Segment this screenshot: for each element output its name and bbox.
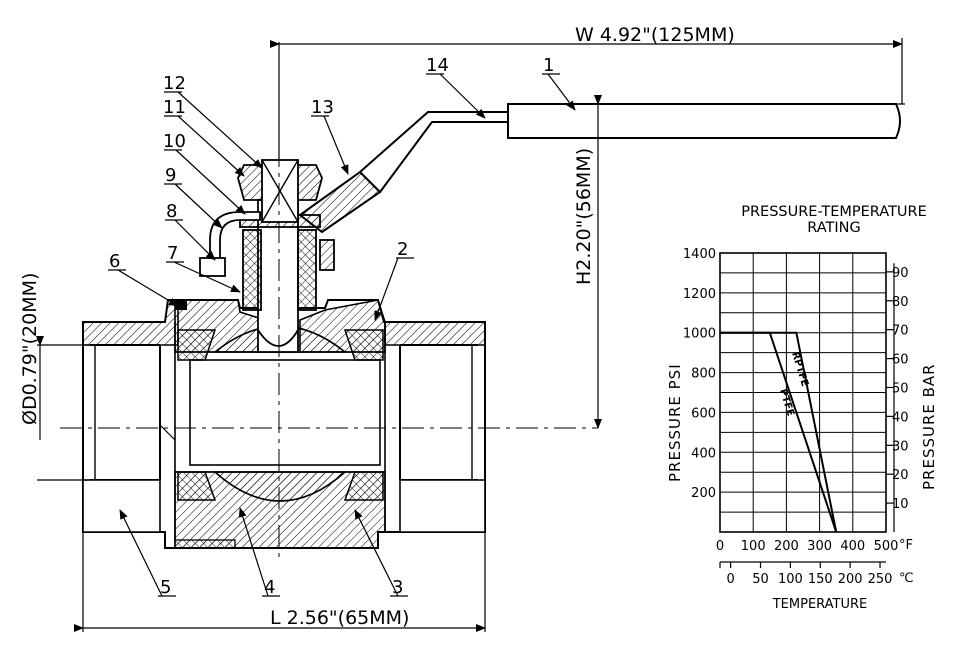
celsius-tick-label: 200 [838, 572, 863, 587]
part-label-10: 10 [163, 131, 186, 152]
chart-title-line1: PRESSURE-TEMPERATURE [741, 204, 927, 220]
part-label-5: 5 [160, 577, 171, 598]
bar-tick-label: 90 [892, 266, 909, 281]
dimension-lines [36, 38, 905, 632]
series-line-ptfe [720, 331, 838, 533]
callout-leaders [108, 73, 576, 597]
celsius-tick-label: 50 [752, 572, 769, 587]
part-label-13: 13 [311, 97, 334, 118]
ball-seats [177, 329, 384, 501]
fahrenheit-tick-label: 400 [840, 539, 865, 554]
bar-tick-label: 70 [892, 324, 909, 339]
length-dimension: L 2.56"(65MM) [270, 607, 409, 629]
part-label-11: 11 [163, 97, 186, 118]
bar-tick-label: 30 [892, 439, 909, 454]
stem-assembly [237, 159, 335, 353]
psi-tick-label: 1000 [683, 327, 716, 342]
right-axis-label: PRESSURE BAR [920, 363, 938, 490]
width-dimension: W 4.92"(125MM) [575, 24, 735, 46]
center-lines [60, 145, 598, 560]
celsius-unit: ℃ [899, 571, 914, 586]
diameter-dimension: ØD0.79"(20MM) [19, 273, 41, 425]
celsius-tick-label: 0 [726, 572, 734, 587]
left-axis-label: PRESSURE PSI [666, 363, 684, 482]
fahrenheit-tick-label: 100 [741, 539, 766, 554]
fahrenheit-unit: °F [899, 538, 913, 553]
height-dimension: H2.20"(56MM) [573, 148, 595, 285]
part-label-4: 4 [264, 577, 275, 598]
part-label-6: 6 [109, 251, 120, 272]
part-label-9: 9 [165, 165, 176, 186]
psi-tick-label: 1400 [683, 247, 716, 262]
psi-tick-label: 400 [691, 446, 716, 461]
fahrenheit-tick-label: 200 [774, 539, 799, 554]
psi-tick-label: 600 [691, 406, 716, 421]
part-label-12: 12 [163, 73, 186, 94]
psi-tick-label: 200 [691, 486, 716, 501]
stop-block [199, 257, 226, 277]
body-gasket [175, 300, 187, 310]
celsius-tick-label: 100 [778, 572, 803, 587]
rptfe-line-label: RPTFE [789, 351, 810, 388]
bar-tick-label: 60 [892, 353, 909, 368]
bar-tick-label: 80 [892, 295, 909, 310]
ball [189, 325, 381, 502]
handle-lever [298, 103, 901, 234]
part-label-7: 7 [167, 243, 178, 264]
pressure-temperature-chart: PRESSURE-TEMPERATURE RATING 200400600800… [666, 204, 938, 612]
part-label-14: 14 [426, 55, 449, 76]
end-cap-gasket [174, 539, 236, 549]
celsius-tick-label: 150 [808, 572, 833, 587]
bar-tick-label: 20 [892, 468, 909, 483]
chart-grid [719, 252, 887, 533]
bar-tick-label: 10 [892, 497, 909, 512]
part-label-1: 1 [543, 55, 554, 76]
psi-tick-label: 1200 [683, 287, 716, 302]
bar-tick-label: 50 [892, 381, 909, 396]
chart-tick-labels: 2004006008001000120014001020304050607080… [683, 247, 909, 587]
part-label-3: 3 [392, 577, 403, 598]
psi-tick-label: 800 [691, 367, 716, 382]
part-label-8: 8 [166, 201, 177, 222]
chart-series [720, 331, 838, 533]
fahrenheit-tick-label: 0 [716, 539, 724, 554]
part-label-2: 2 [397, 239, 408, 260]
fahrenheit-tick-label: 300 [807, 539, 832, 554]
fahrenheit-tick-label: 500 [874, 539, 899, 554]
chart-title-line2: RATING [807, 220, 861, 236]
bottom-axis-label: TEMPERATURE [772, 597, 868, 612]
bar-tick-label: 40 [892, 410, 909, 425]
celsius-tick-label: 250 [868, 572, 893, 587]
